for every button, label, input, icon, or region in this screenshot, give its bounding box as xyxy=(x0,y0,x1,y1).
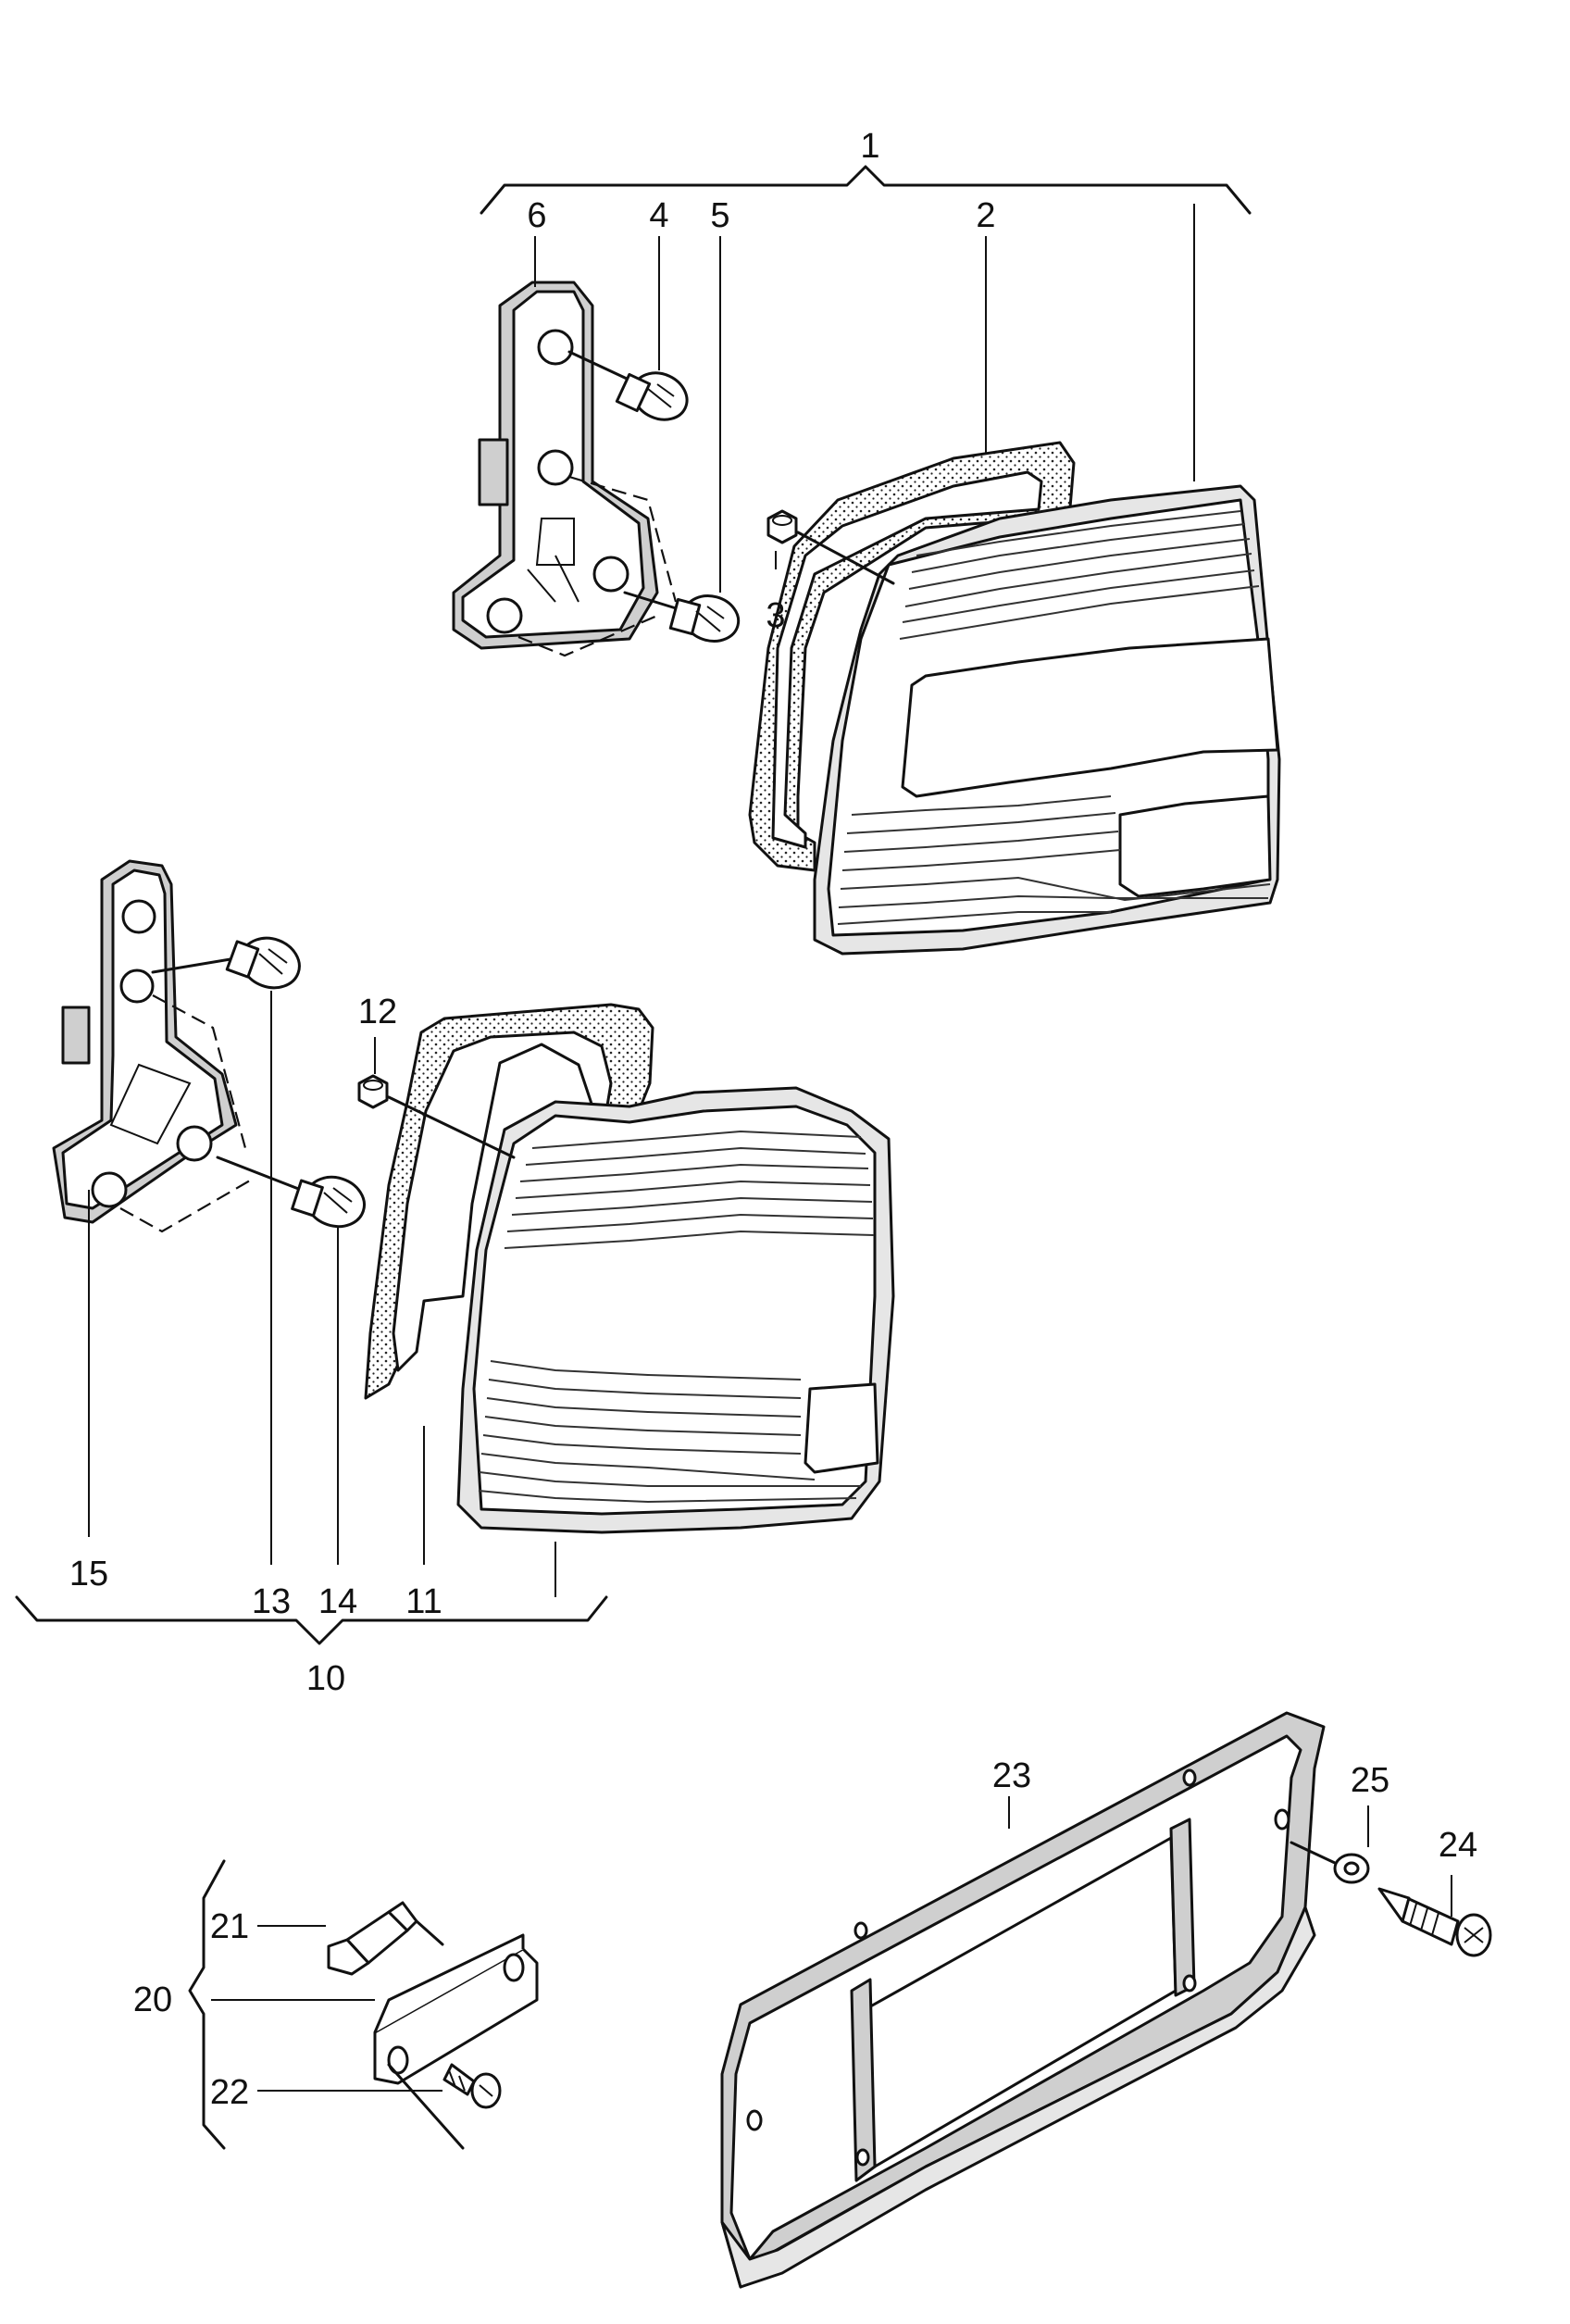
washer-25 xyxy=(1290,1841,1370,1884)
bulb-holder-lower xyxy=(52,859,238,1224)
nut-12 xyxy=(357,1074,516,1159)
lens-stripes-upper xyxy=(837,510,1271,925)
assembly-bracket-1 xyxy=(480,165,1252,215)
label-23: 23 xyxy=(992,1756,1031,1795)
license-light-housing xyxy=(373,1933,539,2150)
label-22: 22 xyxy=(210,2073,249,2112)
bulb-14 xyxy=(119,1156,366,1233)
leader-lines xyxy=(88,204,1452,2092)
bulb-13 xyxy=(151,936,301,1149)
nut-3 xyxy=(766,509,895,585)
label-13: 13 xyxy=(252,1582,291,1621)
label-15: 15 xyxy=(69,1555,108,1593)
callout-labels: 1 6 4 5 2 3 12 15 13 14 11 10 23 25 24 2… xyxy=(69,127,1477,2112)
label-1: 1 xyxy=(860,127,879,166)
license-plate-panel xyxy=(720,1711,1326,2289)
label-12: 12 xyxy=(358,993,397,1031)
label-2: 2 xyxy=(976,196,995,235)
label-3: 3 xyxy=(766,596,785,635)
screw-24 xyxy=(1377,1887,1492,1957)
license-light-bracket-20 xyxy=(188,1859,226,2150)
assembly-bracket-10 xyxy=(15,1595,608,1645)
festoon-bulb-21 xyxy=(327,1901,444,1976)
label-25: 25 xyxy=(1351,1761,1389,1800)
label-20: 20 xyxy=(133,1980,172,2019)
tail-light-upper xyxy=(813,484,1281,956)
gasket-lower xyxy=(364,1003,654,1400)
label-4: 4 xyxy=(649,196,668,235)
label-14: 14 xyxy=(318,1582,357,1621)
label-24: 24 xyxy=(1439,1826,1477,1865)
label-10: 10 xyxy=(306,1659,345,1698)
label-5: 5 xyxy=(710,196,729,235)
bulb-5 xyxy=(517,475,741,657)
bulb-holder-upper xyxy=(452,281,659,650)
screw-22 xyxy=(442,2063,502,2109)
label-11: 11 xyxy=(405,1582,442,1621)
label-21: 21 xyxy=(210,1907,249,1946)
bulb-4 xyxy=(567,350,689,421)
tail-light-lower xyxy=(456,1086,895,1534)
lens-stripes-lower xyxy=(478,1130,875,1504)
label-6: 6 xyxy=(527,196,546,235)
